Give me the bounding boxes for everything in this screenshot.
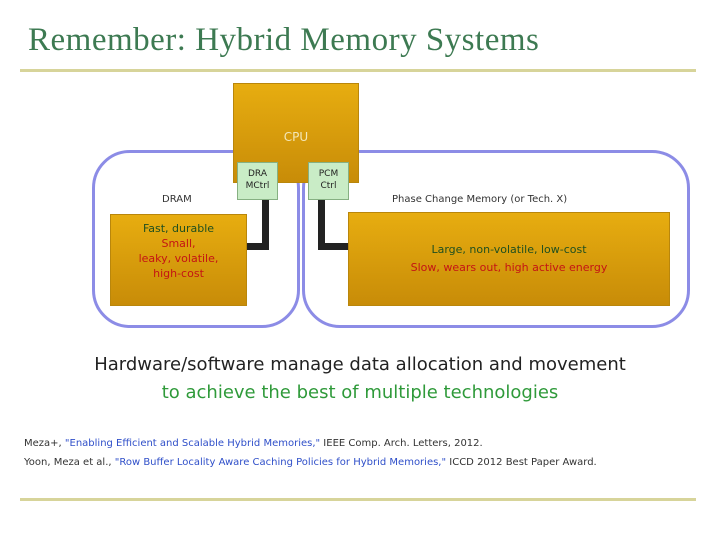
reference-1-title-link[interactable]: "Enabling Efficient and Scalable Hybrid …	[64, 438, 321, 449]
pcm-label: Phase Change Memory (or Tech. X)	[392, 194, 568, 205]
dram-controller-line1: DRA	[248, 169, 267, 179]
pcm-properties-box: Large, non-volatile, low-cost Slow, wear…	[348, 212, 670, 306]
summary-line-2: to achieve the best of multiple technolo…	[161, 382, 559, 403]
dram-cons-2: leaky, volatile,	[138, 252, 219, 265]
reference-1-venue: IEEE Comp. Arch. Letters, 2012.	[320, 438, 483, 449]
pcm-connector-vertical	[318, 200, 325, 250]
dram-connector-vertical	[262, 200, 269, 250]
reference-2-title-link[interactable]: "Row Buffer Locality Aware Caching Polic…	[114, 457, 447, 468]
dram-connector-horizontal	[247, 243, 269, 250]
pcm-controller-line2: Ctrl	[320, 181, 337, 191]
dram-controller-line2: MCtrl	[245, 181, 270, 191]
reference-2-authors: Yoon, Meza et al.,	[24, 457, 115, 468]
pcm-group-outline	[302, 150, 690, 328]
dram-cons-3: high-cost	[153, 267, 204, 280]
reference-2: Yoon, Meza et al., "Row Buffer Locality …	[24, 455, 674, 470]
dram-cons-1: Small,	[161, 237, 196, 250]
reference-1: Meza+, "Enabling Efficient and Scalable …	[24, 436, 674, 451]
footer-divider	[20, 498, 696, 501]
dram-controller: DRA MCtrl	[237, 162, 278, 200]
pcm-connector-horizontal	[318, 243, 349, 250]
pcm-controller: PCM Ctrl	[308, 162, 349, 200]
slide-title: Remember: Hybrid Memory Systems	[28, 22, 540, 58]
dram-pros: Fast, durable	[142, 222, 215, 235]
reference-2-venue: ICCD 2012 Best Paper Award.	[446, 457, 597, 468]
summary-line-1: Hardware/software manage data allocation…	[94, 354, 626, 375]
pcm-controller-line1: PCM	[318, 169, 339, 179]
reference-1-authors: Meza+,	[24, 438, 65, 449]
cpu-label: CPU	[283, 130, 309, 144]
pcm-pros: Large, non-volatile, low-cost	[431, 243, 587, 256]
dram-group-outline	[92, 150, 300, 328]
dram-label: DRAM	[162, 194, 192, 205]
pcm-cons: Slow, wears out, high active energy	[410, 261, 608, 274]
dram-properties-box: Fast, durable Small, leaky, volatile, hi…	[110, 214, 247, 306]
title-divider	[20, 69, 696, 72]
